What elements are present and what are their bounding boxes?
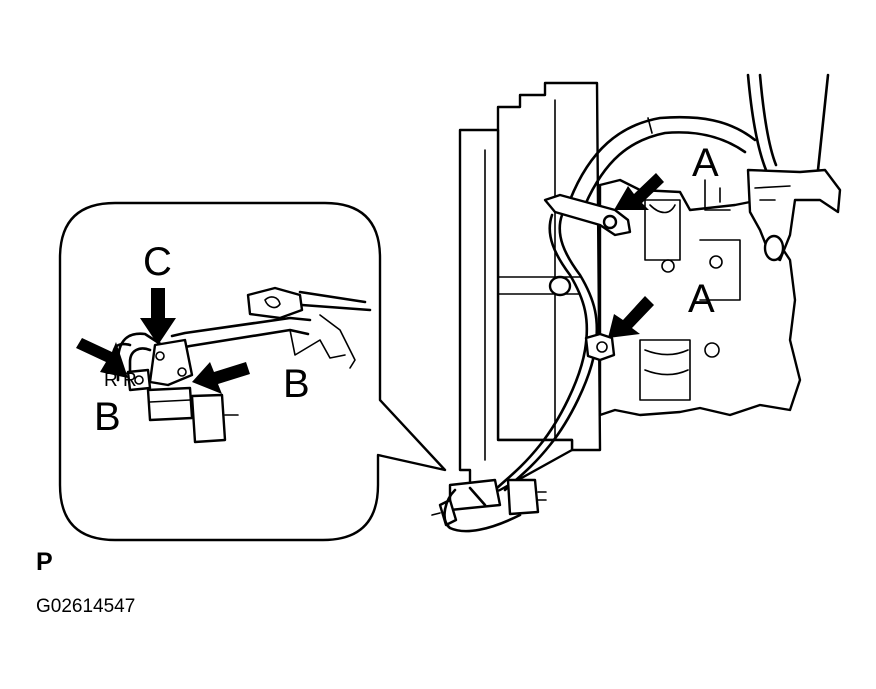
tick-mark-label: R R	[104, 370, 137, 391]
label-a-lower: A	[688, 277, 715, 321]
figure-code: G02614547	[36, 596, 135, 617]
arrow-a-upper	[614, 173, 664, 210]
label-b-right: B	[283, 362, 310, 406]
arrow-c	[140, 288, 176, 345]
detail-callout: R R	[58, 201, 447, 542]
arrow-b-left	[76, 338, 128, 378]
view-label: P	[36, 548, 53, 576]
arrow-a-lower	[608, 296, 654, 338]
arrows	[76, 173, 664, 394]
label-a-upper: A	[692, 141, 719, 185]
arrow-b-right	[192, 362, 250, 394]
label-c: C	[143, 240, 172, 284]
label-b-left: B	[94, 395, 121, 439]
main-assembly	[431, 73, 842, 533]
